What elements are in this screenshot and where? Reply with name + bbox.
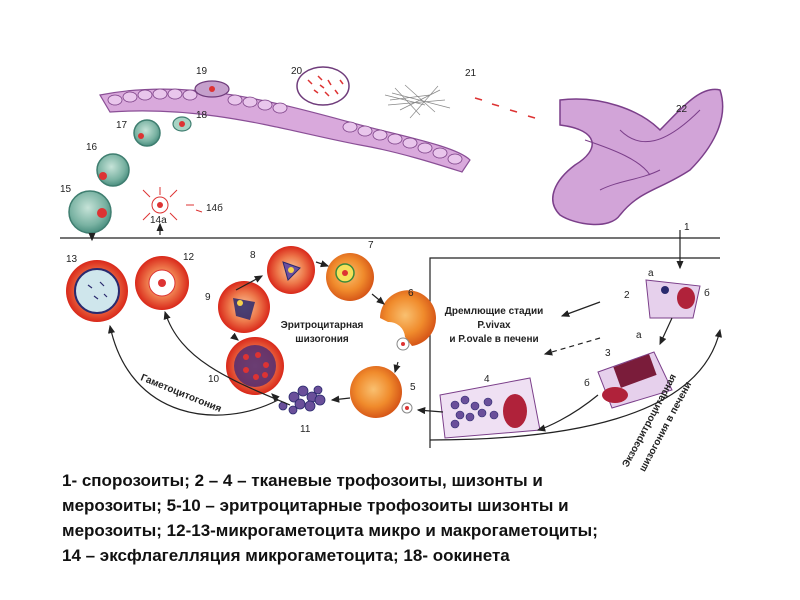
oocyst-stage-20 [296, 66, 350, 106]
sporozoites-stage-21 [384, 84, 451, 119]
label-n10: 10 [208, 374, 220, 385]
liver-tissue [552, 88, 724, 226]
rbc-stage-7 [326, 253, 374, 301]
caption-line-1: 1- спорозоиты; 2 – 4 – тканевые трофозои… [62, 471, 543, 490]
cycle-arrows [88, 222, 722, 441]
oocyst-stage-16 [96, 153, 130, 187]
microgametocyte-12 [135, 256, 189, 310]
liver-cell-stage-2 [645, 279, 701, 319]
caption-line-2: мерозоиты; 5-10 – эритроцитарные трофозо… [62, 496, 569, 515]
merozoites-11 [278, 385, 326, 415]
label-n6: 6 [408, 288, 414, 299]
mosquito-gut-wall [99, 88, 471, 173]
label-n22: 22 [676, 104, 688, 115]
label-n13: 13 [66, 254, 78, 265]
dormant-stages-label-2: P.vivax [477, 320, 511, 331]
label-b1: б [704, 287, 710, 299]
label-n15: 15 [60, 184, 72, 195]
label-n17: 17 [116, 120, 128, 131]
label-n5: 5 [410, 382, 416, 393]
label-n20: 20 [291, 66, 303, 77]
label-n16: 16 [86, 142, 98, 153]
label-n4: 4 [484, 374, 490, 385]
liver-cell-stage-3 [597, 351, 673, 409]
erythro-schizogony-label-2: шизогония [295, 334, 349, 345]
oocyst-stage-17 [133, 119, 161, 147]
dormant-dashed-arrow [543, 337, 601, 356]
dormant-stages-label-3: и P.ovale в печени [449, 334, 538, 345]
label-n12: 12 [183, 252, 195, 263]
macrogametocyte-13 [66, 260, 128, 322]
erythro-schizogony-label-1: Эритроцитарная [281, 320, 364, 331]
label-n9: 9 [205, 292, 211, 303]
stage-number-labels: 1 2 3 4 5 6 7 8 9 10 11 12 13 14а 14б 15… [60, 66, 710, 435]
label-n19: 19 [196, 66, 208, 77]
rbc-stage-9 [218, 281, 270, 333]
label-n14b: 14б [206, 202, 223, 214]
label-b2: б [584, 377, 590, 389]
liver-cell-stage-4 [439, 377, 541, 439]
dormant-stages-label-1: Дремлющие стадии [445, 306, 544, 317]
label-n2: 2 [624, 290, 630, 301]
label-n1: 1 [684, 222, 690, 233]
rbc-stage-8 [267, 246, 315, 294]
label-n14a: 14а [150, 215, 167, 226]
caption-line-3: мерозоиты; 12-13-микрогаметоцита микро и… [62, 521, 598, 540]
oocyst-stage-19 [194, 80, 230, 98]
liver-box-frame [429, 257, 720, 448]
figure-caption: 1- спорозоиты; 2 – 4 – тканевые трофозои… [62, 468, 762, 568]
label-n21: 21 [465, 68, 477, 79]
label-n3: 3 [605, 348, 611, 359]
label-n11: 11 [300, 424, 311, 435]
label-n8: 8 [250, 250, 256, 261]
oocyst-stage-15 [68, 190, 112, 234]
sporozoite-stream [474, 97, 536, 119]
label-a1: а [648, 268, 654, 279]
rbc-stage-10 [226, 337, 284, 395]
label-a2: а [636, 330, 642, 341]
microgametocyte-exflagellation-14 [142, 187, 203, 221]
label-n18: 18 [196, 110, 208, 121]
ookinete-stage-18 [172, 116, 192, 132]
rbc-stage-5 [350, 366, 413, 418]
caption-line-4: 14 – эксфлагелляция микрогаметоцита; 18-… [62, 546, 510, 565]
rbc-stage-6 [380, 290, 436, 351]
label-n7: 7 [368, 240, 374, 251]
